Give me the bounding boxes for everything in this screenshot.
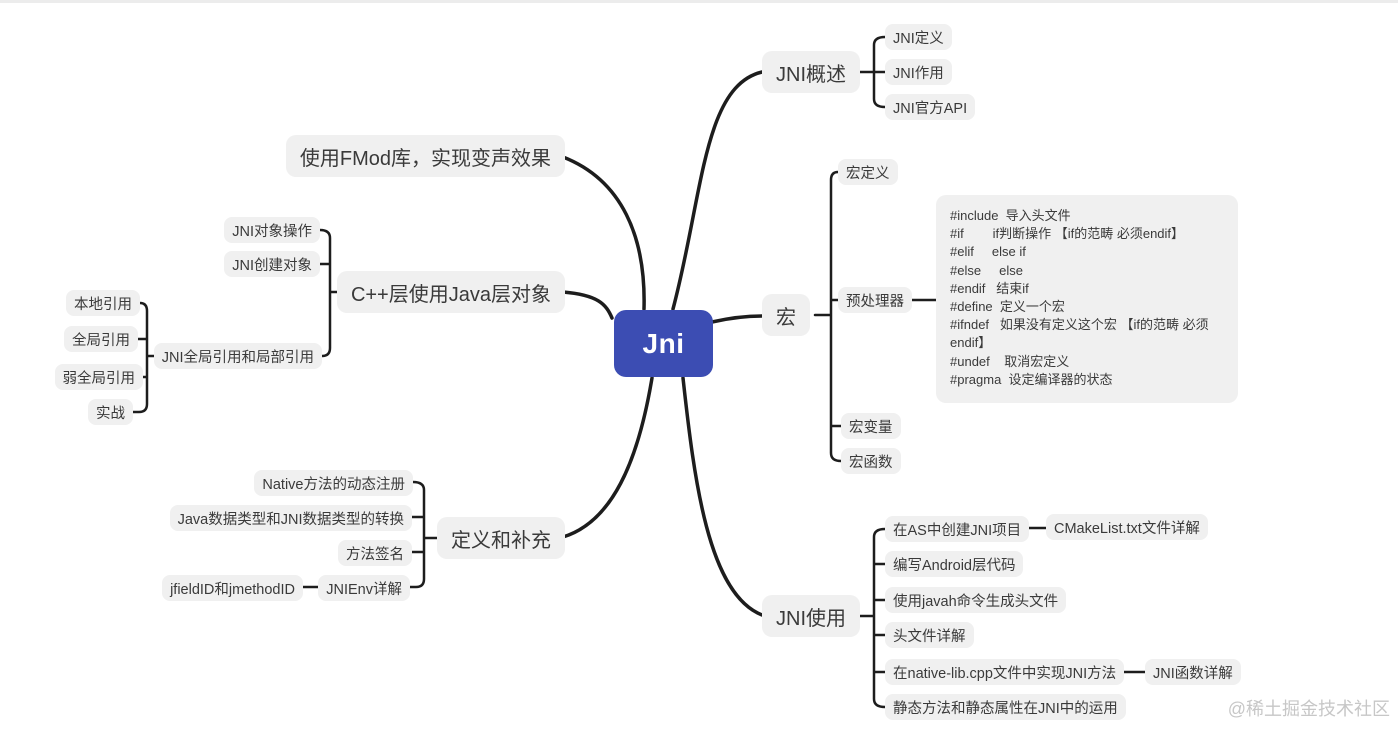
leaf-jni-object-operation[interactable]: JNI对象操作 xyxy=(224,217,320,243)
top-border-line xyxy=(0,0,1398,3)
leaf-jni-role[interactable]: JNI作用 xyxy=(885,59,952,85)
connector-center-overview xyxy=(671,70,764,311)
leaf-jni-official-api[interactable]: JNI官方API xyxy=(885,94,976,120)
connector-center-supplement xyxy=(561,376,654,539)
connector-usage-bracket xyxy=(856,527,887,709)
leaf-practice[interactable]: 实战 xyxy=(88,399,133,425)
leaf-macro-variable[interactable]: 宏变量 xyxy=(841,413,901,439)
branch-cpp-use-java-object[interactable]: C++层使用Java层对象 xyxy=(336,271,565,313)
leaf-jni-global-local-references[interactable]: JNI全局引用和局部引用 xyxy=(153,343,322,369)
leaf-jni-function-detail[interactable]: JNI函数详解 xyxy=(1145,659,1241,685)
leaf-global-reference[interactable]: 全局引用 xyxy=(64,326,138,352)
watermark-juejin: @稀土掘金技术社区 xyxy=(1227,699,1390,719)
connector-center-cpp xyxy=(561,290,614,320)
leaf-jnienv-detail[interactable]: JNIEnv详解 xyxy=(318,575,410,601)
connector-center-fmod xyxy=(561,155,646,311)
connector-overview-bracket xyxy=(856,35,887,109)
leaf-write-android-code[interactable]: 编写Android层代码 xyxy=(885,551,1024,577)
connector-macro-bracket xyxy=(813,170,843,463)
leaf-native-lib-impl[interactable]: 在native-lib.cpp文件中实现JNI方法 xyxy=(885,659,1125,685)
leaf-cmakelist-detail[interactable]: CMakeList.txt文件详解 xyxy=(1046,514,1208,540)
branch-jni-usage[interactable]: JNI使用 xyxy=(762,595,860,637)
leaf-native-dynamic-register[interactable]: Native方法的动态注册 xyxy=(254,470,413,496)
leaf-create-jni-project-in-as[interactable]: 在AS中创建JNI项目 xyxy=(885,516,1030,542)
leaf-jni-create-object[interactable]: JNI创建对象 xyxy=(224,251,320,277)
leaf-java-jni-type-convert[interactable]: Java数据类型和JNI数据类型的转换 xyxy=(169,505,412,531)
leaf-macro-function[interactable]: 宏函数 xyxy=(841,448,901,474)
connector-center-usage xyxy=(681,376,764,617)
leaf-static-in-jni[interactable]: 静态方法和静态属性在JNI中的运用 xyxy=(885,694,1126,720)
preprocessor-directives-note[interactable]: #include 导入头文件 #if if判断操作 【if的范畴 必须endif… xyxy=(936,195,1238,403)
connector-supplement-bracket xyxy=(408,480,440,589)
leaf-macro-definition[interactable]: 宏定义 xyxy=(838,159,898,185)
branch-jni-overview[interactable]: JNI概述 xyxy=(762,51,860,93)
leaf-local-reference[interactable]: 本地引用 xyxy=(66,290,140,316)
leaf-javah-generate-header[interactable]: 使用javah命令生成头文件 xyxy=(885,587,1067,613)
connector-center-macro xyxy=(710,314,764,324)
branch-fmod-voice-effect[interactable]: 使用FMod库，实现变声效果 xyxy=(285,135,565,177)
leaf-preprocessor[interactable]: 预处理器 xyxy=(838,287,912,313)
leaf-jfieldid-jmethodid[interactable]: jfieldID和jmethodID xyxy=(162,575,303,601)
leaf-header-file-detail[interactable]: 头文件详解 xyxy=(885,622,974,648)
branch-definition-supplement[interactable]: 定义和补充 xyxy=(437,517,565,559)
branch-macro[interactable]: 宏 xyxy=(762,294,810,336)
leaf-method-signature[interactable]: 方法签名 xyxy=(338,540,412,566)
leaf-jni-definition[interactable]: JNI定义 xyxy=(885,24,952,50)
node-jni-center[interactable]: Jni xyxy=(614,310,713,377)
leaf-weak-global-reference[interactable]: 弱全局引用 xyxy=(54,364,143,390)
